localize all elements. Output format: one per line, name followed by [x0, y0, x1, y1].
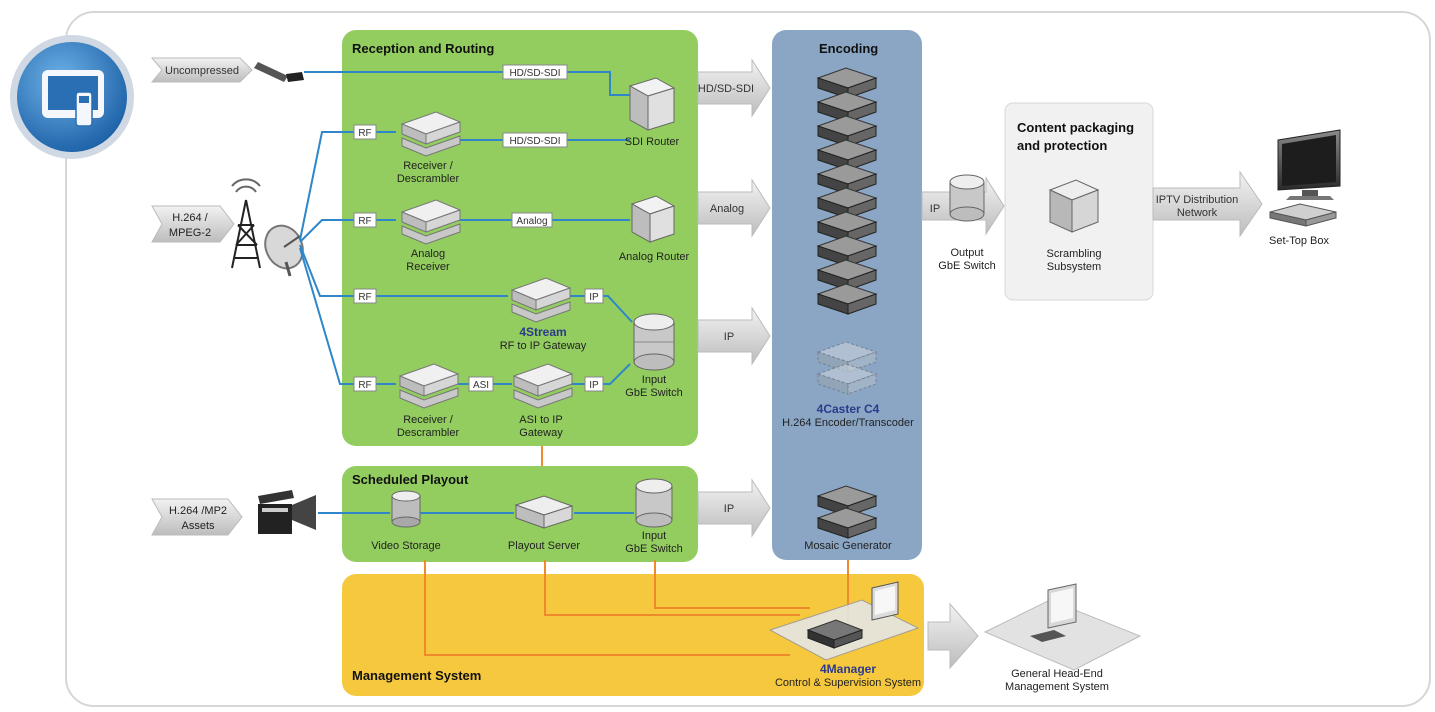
fourstream-sublabel: RF to IP Gateway	[500, 340, 587, 352]
input-gbe-switch-2	[635, 478, 673, 528]
receiver-descrambler-2	[398, 363, 460, 409]
general-headend-icon	[983, 583, 1142, 671]
h264-source-arrow: H.264 / MPEG-2	[151, 205, 235, 243]
arrow-ip-out-label: IP	[930, 203, 940, 215]
monitor-remote-icon	[10, 35, 134, 159]
analog-receiver	[400, 199, 462, 245]
tag-rf-2: RF	[358, 216, 371, 227]
receiver2-label-2: Descrambler	[397, 427, 460, 439]
film-clapper-icon	[258, 490, 316, 534]
arrow-iptv: IPTV Distribution Network	[1152, 170, 1263, 238]
video-storage	[391, 490, 421, 528]
mosaic-generator	[816, 485, 878, 539]
satellite-dish-icon	[264, 224, 304, 277]
general-label-1: General Head-End	[1011, 668, 1103, 680]
arrow-ip-2: IP	[697, 478, 771, 538]
link-tags: HD/SD-SDI HD/SD-SDI Analog RF RF RF RF I…	[353, 64, 604, 392]
assets-label-2: Assets	[181, 520, 215, 532]
scrambling-subsystem	[1048, 179, 1100, 233]
arrow-hdsdi-label: HD/SD-SDI	[698, 83, 754, 95]
tv-monitor-icon	[1277, 129, 1341, 200]
tag-ip-2: IP	[589, 380, 599, 391]
tag-rf-1: RF	[358, 128, 371, 139]
arrow-analog: Analog	[697, 178, 771, 238]
fourstream-label: 4Stream	[519, 325, 566, 339]
assets-label-1: H.264 /MP2	[169, 505, 227, 517]
fourmanager-console	[768, 581, 920, 661]
asi-gateway-label-2: Gateway	[519, 427, 563, 439]
management-system-panel	[342, 574, 924, 696]
management-system-title: Management System	[352, 668, 481, 683]
sdi-router	[628, 77, 676, 131]
fourcaster-sublabel: H.264 Encoder/Transcoder	[782, 417, 914, 429]
arrow-analog-label: Analog	[710, 203, 744, 215]
cable-connector-icon	[254, 62, 304, 82]
scheduled-playout-title: Scheduled Playout	[352, 472, 469, 487]
analog-receiver-label-2: Receiver	[406, 261, 450, 273]
receiver1-label-2: Descrambler	[397, 173, 460, 185]
antenna-tower-icon	[231, 178, 261, 269]
content-packaging-title-1: Content packaging	[1017, 120, 1134, 135]
input-switch-label-2: GbE Switch	[625, 387, 682, 399]
output-switch-label-2: GbE Switch	[938, 260, 995, 272]
reception-routing-title: Reception and Routing	[352, 41, 494, 56]
video-storage-label: Video Storage	[371, 540, 441, 552]
h264-label-1: H.264 /	[172, 212, 208, 224]
input-switch2-label-1: Input	[642, 530, 666, 542]
assets-source-arrow: H.264 /MP2 Assets	[151, 498, 243, 536]
input-switch2-label-2: GbE Switch	[625, 543, 682, 555]
receiver1-label-1: Receiver /	[403, 160, 453, 172]
tag-analog: Analog	[516, 216, 547, 227]
tag-hdsdi-2: HD/SD-SDI	[509, 136, 560, 147]
encoding-title: Encoding	[819, 41, 878, 56]
asi-gateway-label-1: ASI to IP	[519, 414, 562, 426]
tag-rf-3: RF	[358, 292, 371, 303]
playout-server-label: Playout Server	[508, 540, 580, 552]
set-top-box-label: Set-Top Box	[1269, 235, 1329, 247]
uncompressed-label: Uncompressed	[165, 65, 239, 77]
content-packaging-title-2: and protection	[1017, 138, 1107, 153]
encoder-stack	[816, 67, 878, 395]
arrow-ip: IP	[697, 306, 771, 366]
tag-hdsdi-1: HD/SD-SDI	[509, 68, 560, 79]
analog-receiver-label-1: Analog	[411, 248, 445, 260]
iptv-label-2: Network	[1177, 207, 1218, 219]
arrow-hdsdi: HD/SD-SDI	[697, 58, 771, 118]
receiver2-label-1: Receiver /	[403, 414, 453, 426]
analog-router-label: Analog Router	[619, 251, 690, 263]
mosaic-generator-label: Mosaic Generator	[804, 540, 892, 552]
output-gbe-switch	[949, 174, 985, 222]
receiver-descrambler-1	[400, 111, 462, 157]
fourmanager-label: 4Manager	[820, 662, 876, 676]
tag-asi: ASI	[473, 380, 489, 391]
input-gbe-switch	[633, 313, 675, 371]
scrambling-label-2: Subsystem	[1047, 261, 1101, 273]
tag-rf-4: RF	[358, 380, 371, 391]
fourstream-gateway	[510, 277, 572, 323]
fourmanager-sublabel: Control & Supervision System	[775, 677, 921, 689]
tag-ip-1: IP	[589, 292, 599, 303]
set-top-box-icon	[1269, 203, 1337, 227]
arrow-ip2-label: IP	[724, 503, 734, 515]
output-switch-label-1: Output	[950, 247, 983, 259]
arrow-ip-label: IP	[724, 331, 734, 343]
h264-label-2: MPEG-2	[169, 227, 211, 239]
analog-router	[630, 195, 676, 243]
playout-server	[514, 495, 574, 529]
scrambling-label-1: Scrambling	[1046, 248, 1101, 260]
fourcaster-label: 4Caster C4	[817, 402, 880, 416]
management-links	[424, 560, 849, 656]
asi-ip-gateway	[512, 363, 574, 409]
input-switch-label-1: Input	[642, 374, 666, 386]
general-label-2: Management System	[1005, 681, 1109, 693]
uncompressed-source-arrow: Uncompressed	[150, 57, 253, 83]
sdi-router-label: SDI Router	[625, 136, 680, 148]
arrow-to-general	[927, 602, 979, 670]
iptv-label-1: IPTV Distribution	[1156, 194, 1239, 206]
